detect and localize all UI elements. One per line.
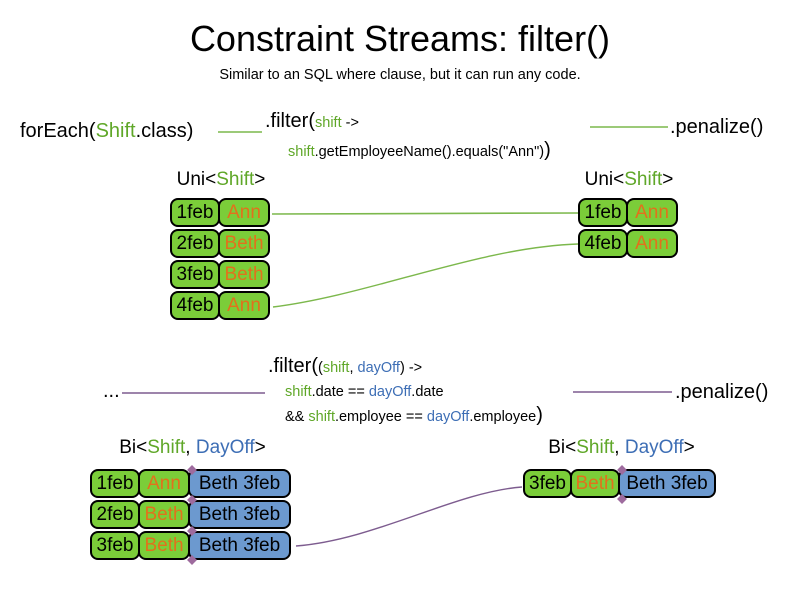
cond1-mid: .date == [311,384,369,400]
filter1-body-var: shift [288,144,315,160]
table-row: 4feb Ann [578,229,678,258]
table-bi-left: 1feb Ann Beth 3feb 2feb Beth Beth 3feb 3… [90,469,291,560]
shift-date-cell: 3feb [90,531,140,560]
shift-employee-cell: Beth [218,260,270,289]
shift-date-cell: 1feb [90,469,140,498]
shift-date-cell: 4feb [578,229,628,258]
filter2-comma: , [349,360,358,376]
wire-row-3feb-beth [295,486,523,547]
code-filter1-line1: .filter(shift -> [265,110,359,133]
filter1-method: .filter( [265,110,315,132]
bi-label-left: Bi<Shift, DayOff> [90,437,295,459]
table-row: 1feb Ann [578,198,678,227]
bi-right-sep: , [614,437,625,458]
bi-right-type2: DayOff [624,437,684,458]
table-bi-right: 3feb Beth Beth 3feb [523,469,716,498]
shift-employee-cell: Beth [138,500,190,529]
cond1-var1: shift [285,384,312,400]
filter1-body-close: ) [544,139,551,161]
bi-right-post: > [683,437,695,458]
dayoff-cell: Beth 3feb [188,500,291,529]
uni-right-type: Shift [624,169,663,190]
shift-employee-cell: Beth [570,469,620,498]
bi-right-type1: Shift [576,437,615,458]
shift-employee-cell: Ann [218,198,270,227]
uni-right-post: > [662,169,674,190]
table-uni-shift-right: 1feb Ann 4feb Ann [578,198,678,258]
cond2-var2: dayOff [426,409,470,425]
filter1-arrow: -> [341,115,359,131]
filter1-param: shift [315,115,342,131]
page-subtitle: Similar to an SQL where clause, but it c… [219,67,581,83]
wire-row-4feb-ann [272,243,579,308]
dayoff-cell: Beth 3feb [188,531,291,560]
code-foreach: forEach(Shift.class) [20,120,193,143]
table-row: 1feb Ann Beth 3feb [90,469,291,498]
shift-date-cell: 1feb [170,198,220,227]
shift-employee-cell: Ann [138,469,190,498]
uni-right-pre: Uni< [584,169,625,190]
dayoff-cell: Beth 3feb [618,469,716,498]
dayoff-cell: Beth 3feb [188,469,291,498]
filter2-paren-close: ) [399,360,405,376]
uni-left-type: Shift [216,169,255,190]
filter2-paren-open: ( [318,360,323,376]
code-ellipsis: ... [103,380,120,402]
foreach-type: Shift [95,120,136,142]
cond1-var2: dayOff [368,384,412,400]
table-row: 3feb Beth Beth 3feb [90,531,291,560]
table-row: 3feb Beth Beth 3feb [523,469,716,498]
cond2-mid: .employee == [334,409,427,425]
uni-left-pre: Uni< [176,169,217,190]
filter2-arrow: -> [404,360,423,376]
table-row: 2feb Beth Beth 3feb [90,500,291,529]
foreach-post: .class) [135,120,194,142]
shift-date-cell: 3feb [170,260,220,289]
bi-label-right: Bi<Shift, DayOff> [523,437,720,459]
shift-employee-cell: Beth [138,531,190,560]
bi-left-sep: , [185,437,196,458]
shift-employee-cell: Ann [626,229,678,258]
shift-employee-cell: Ann [626,198,678,227]
uni-left-post: > [254,169,266,190]
filter1-body-rest: .getEmployeeName().equals("Ann") [314,144,545,160]
shift-employee-cell: Beth [218,229,270,258]
table-row: 2feb Beth [170,229,270,258]
table-uni-shift-left: 1feb Ann 2feb Beth 3feb Beth 4feb Ann [170,198,270,320]
shift-date-cell: 1feb [578,198,628,227]
shift-date-cell: 2feb [90,500,140,529]
cond2-close: ) [536,404,543,426]
code-filter2-line3: && shift.employee == dayOff.employee) [285,404,543,427]
code-filter2-line2: shift.date == dayOff.date [285,383,444,401]
bi-left-type2: DayOff [195,437,255,458]
cond2-pre: && [285,409,309,425]
table-row: 4feb Ann [170,291,270,320]
shift-employee-cell: Ann [218,291,270,320]
filter2-method: .filter( [268,355,318,377]
filter2-param1: shift [322,360,350,376]
bi-left-type1: Shift [147,437,186,458]
filter2-param2: dayOff [357,360,400,376]
code-filter2-line1: .filter((shift, dayOff) -> [268,355,422,378]
code-penalize2: .penalize() [675,381,769,403]
shift-date-cell: 2feb [170,229,220,258]
shift-date-cell: 4feb [170,291,220,320]
uni-label-right: Uni<Shift> [578,169,680,191]
foreach-pre: forEach( [20,120,96,142]
uni-label-left: Uni<Shift> [170,169,272,191]
shift-date-cell: 3feb [523,469,572,498]
cond2-end: .employee [469,409,537,425]
code-filter1-line2: shift.getEmployeeName().equals("Ann")) [288,139,551,162]
bi-left-pre: Bi< [119,437,148,458]
bi-right-pre: Bi< [548,437,577,458]
code-penalize1: .penalize() [670,116,764,138]
table-row: 1feb Ann [170,198,270,227]
cond2-var1: shift [308,409,335,425]
wire-row-1feb-ann [271,212,579,215]
table-row: 3feb Beth [170,260,270,289]
cond1-end: .date [411,384,444,400]
bi-left-post: > [254,437,266,458]
page-title: Constraint Streams: filter() [189,18,611,59]
